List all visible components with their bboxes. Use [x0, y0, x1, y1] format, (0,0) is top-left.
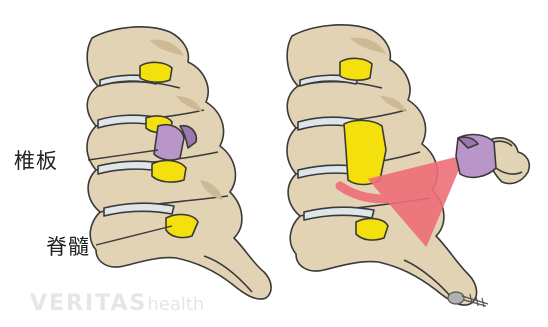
- label-spinal-cord: 脊髓: [46, 237, 90, 258]
- exposed-spinal-cord: [344, 120, 386, 184]
- lamina: [154, 125, 184, 160]
- watermark-logo: VERITAShealth: [30, 291, 204, 316]
- spinal-cord-segment: [152, 161, 186, 183]
- watermark-brand: VERITAS: [30, 291, 147, 316]
- label-lamina: 椎板: [14, 151, 58, 172]
- removed-lamina: [456, 135, 529, 184]
- spinal-cord-segment: [356, 219, 388, 241]
- spine-left: [87, 27, 271, 299]
- spinal-cord-segment: [340, 58, 372, 80]
- watermark-suffix: health: [147, 294, 204, 315]
- spinal-cord-segment: [140, 62, 172, 82]
